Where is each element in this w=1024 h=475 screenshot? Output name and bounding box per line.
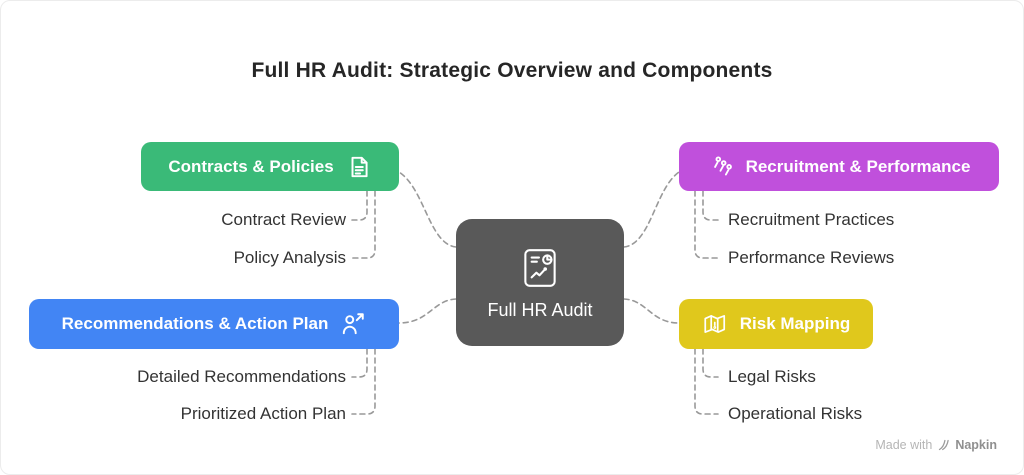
node-recruitment-label: Recruitment & Performance [745, 156, 971, 176]
leaf-operational-risks: Operational Risks [728, 404, 863, 423]
recruitment-performance-icon [708, 154, 734, 180]
leaf-recruitment-practices: Recruitment Practices [728, 210, 895, 229]
watermark: Made with Napkin [875, 438, 997, 452]
document-icon [346, 154, 372, 180]
leaf-policy-analysis: Policy Analysis [233, 248, 346, 267]
leaf-detailed-recommendations: Detailed Recommendations [137, 367, 346, 386]
leaf-legal-risks: Legal Risks [728, 367, 816, 386]
audit-report-icon [517, 245, 563, 291]
node-recruitment-performance: Recruitment & Performance [679, 142, 999, 191]
center-node-label: Full HR Audit [487, 299, 593, 320]
napkin-logo-icon [937, 439, 950, 451]
node-contracts-policies: Contracts & Policies [141, 142, 399, 191]
leaf-performance-reviews: Performance Reviews [728, 248, 895, 267]
person-action-icon [340, 311, 366, 337]
risk-map-icon [702, 311, 728, 337]
node-full-hr-audit: Full HR Audit [456, 219, 624, 346]
watermark-brand: Napkin [955, 438, 997, 452]
diagram-title: Full HR Audit: Strategic Overview and Co… [251, 59, 773, 82]
leaf-contract-review: Contract Review [221, 210, 346, 229]
node-risk-label: Risk Mapping [739, 314, 851, 333]
node-risk-mapping: Risk Mapping [679, 299, 873, 349]
watermark-made-with: Made with [875, 438, 933, 452]
node-recommendations-action-plan: Recommendations & Action Plan [29, 299, 399, 349]
leaf-prioritized-action-plan: Prioritized Action Plan [180, 404, 346, 423]
node-recommendations-label: Recommendations & Action Plan [61, 314, 329, 333]
node-contracts-label: Contracts & Policies [168, 156, 334, 176]
